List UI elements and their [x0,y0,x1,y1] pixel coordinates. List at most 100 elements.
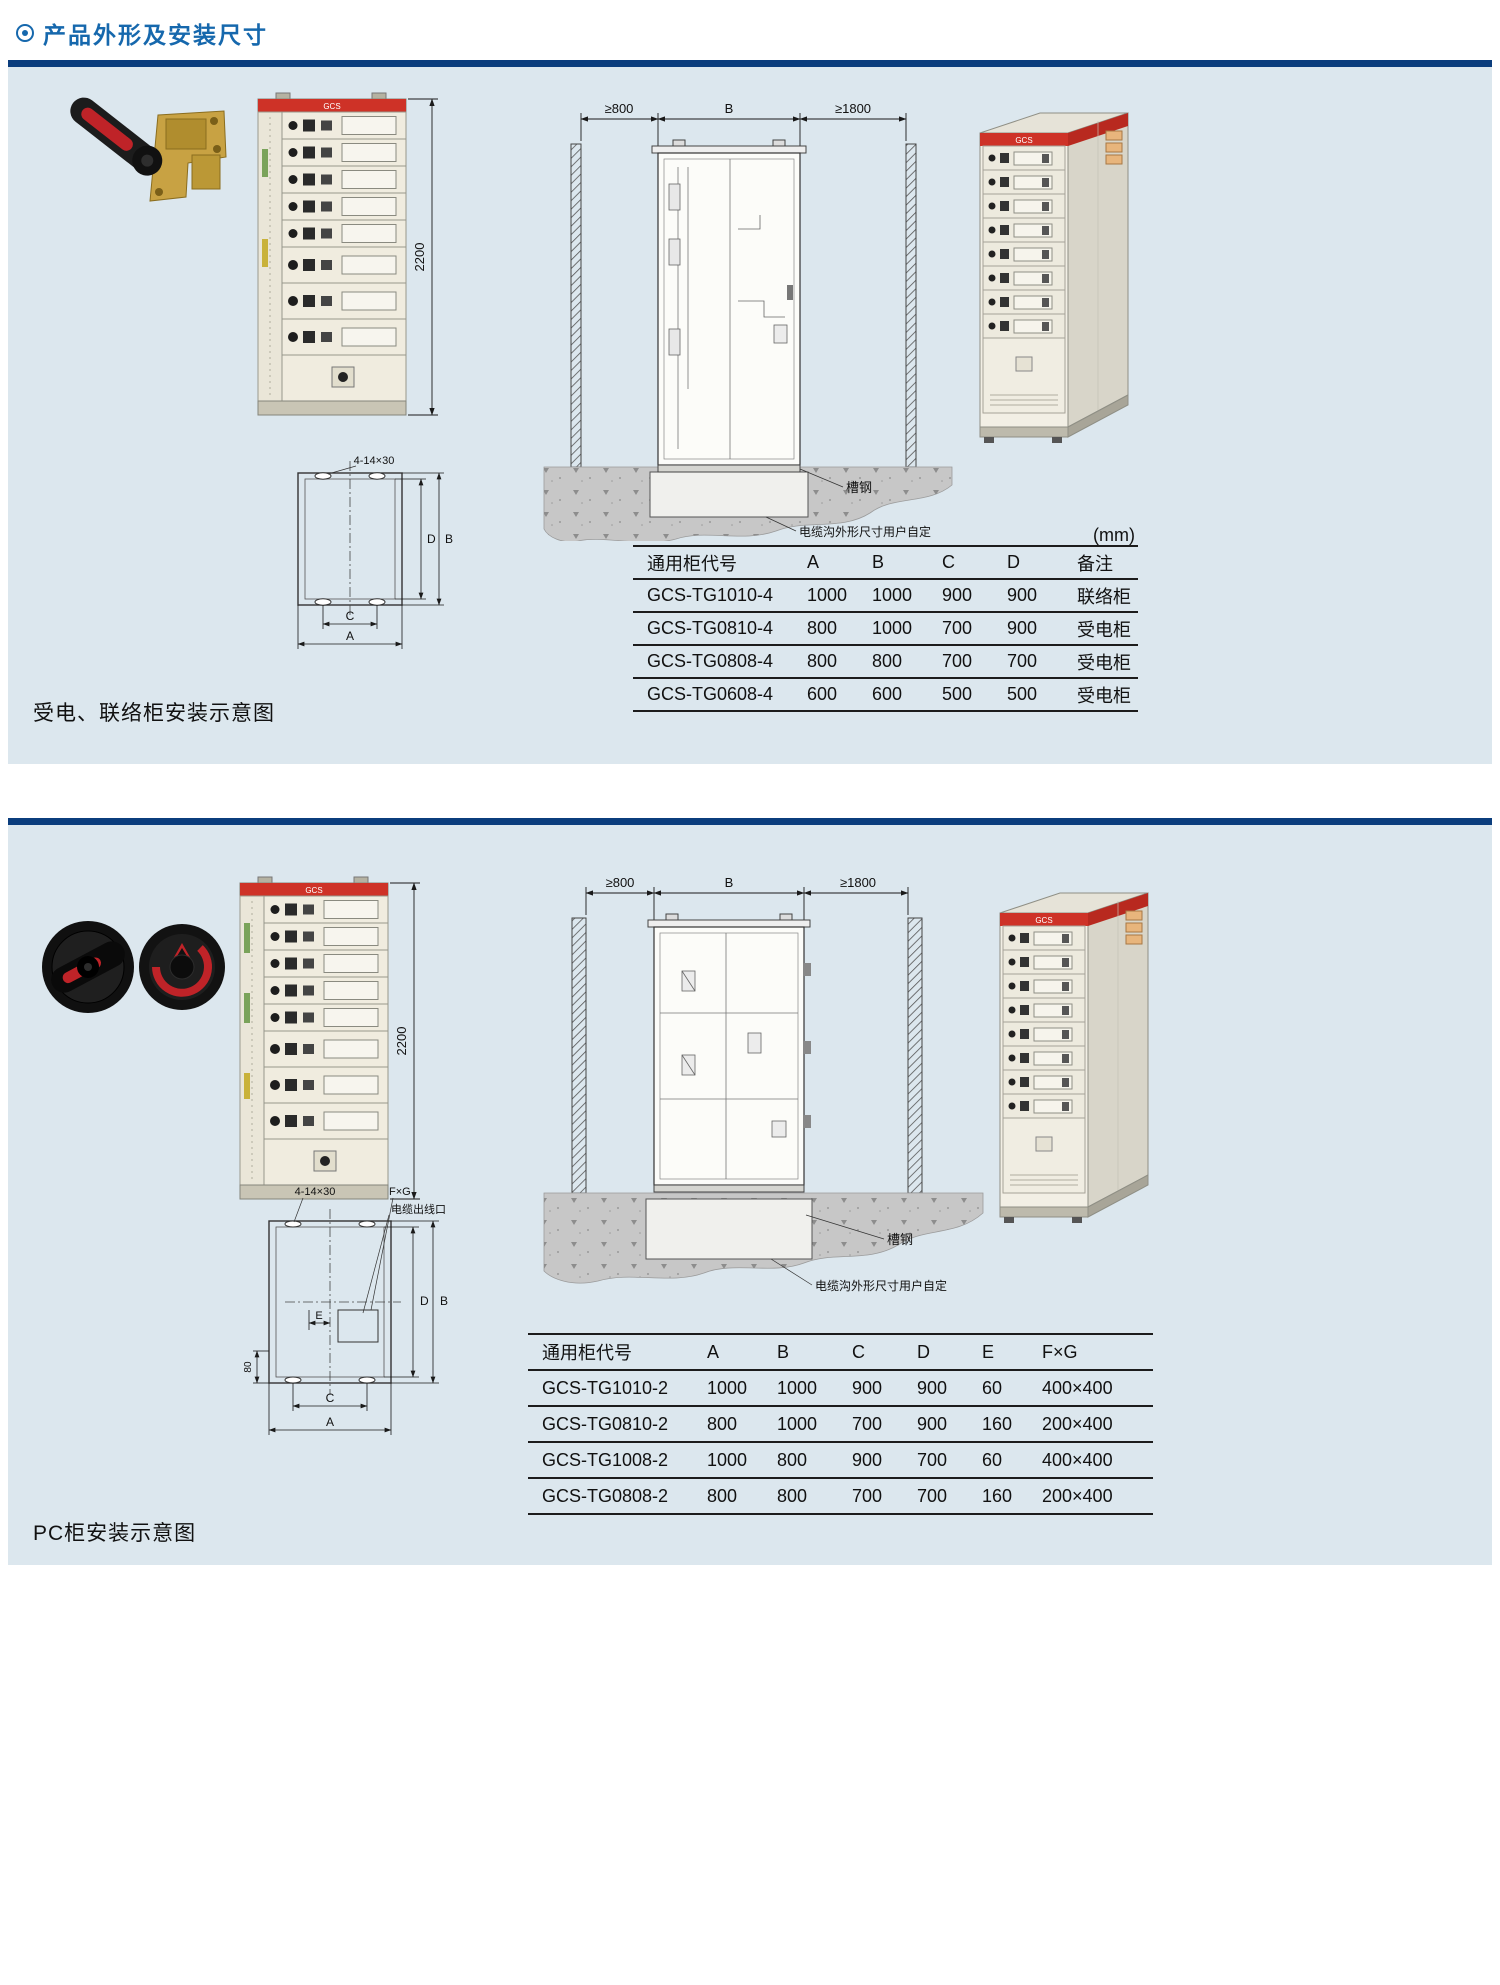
fxg-label: F×G [389,1186,411,1198]
installation-section-diagram-2: ≥800 B ≥1800 [543,875,984,1293]
table-cell: 900 [1007,585,1038,605]
cabinet-section [647,913,811,1193]
table-cell: 1000 [872,618,913,638]
table-cell: 160 [982,1413,1013,1434]
channel-label: 槽钢 [887,1232,913,1247]
table-cell: GCS-TG0810-2 [542,1413,669,1434]
mounting-bracket [149,110,227,202]
slot-spec-label: 4-14×30 [295,1186,336,1198]
table-cell: GCS-TG1010-4 [647,585,774,605]
plan-dimensions [253,1220,439,1435]
dim-e-label: E [315,1310,322,1322]
dim-b-label: B [445,532,453,546]
brand-label-3d: GCS [1015,136,1032,145]
brand-label: GCS [305,886,322,895]
cable-trench [649,471,809,518]
leader-trench: 电缆沟外形尺寸用户自定 [770,1258,947,1293]
switch-handle [70,97,163,176]
table-cell: 700 [852,1413,883,1434]
height-dim-label: 2200 [394,1027,409,1056]
installation-section-diagram-1: ≥800 B ≥1800 [543,101,953,541]
slot-spec-label: 4-14×30 [354,455,395,467]
table-cell: 700 [1007,651,1038,671]
dim-c-label: C [346,609,355,623]
cabinet-front: GCS [239,876,389,1200]
cabinet-3d-view-1: GCS [979,112,1129,443]
leader-channel: 槽钢 [799,468,872,495]
table-cell: GCS-TG1008-2 [542,1449,669,1470]
table-cell: 800 [777,1485,808,1506]
table-cell: 600 [807,684,838,704]
cabinet-front: GCS [257,92,407,416]
column-header: F×G [1042,1341,1078,1362]
dim-d-label: D [420,1294,429,1308]
table-cell: GCS-TG0608-4 [647,684,774,704]
cabinet-3d-view-2: GCS [999,892,1149,1223]
table-cell: 900 [852,1377,883,1398]
trench-label: 电缆沟外形尺寸用户自定 [799,524,931,539]
table-cell: 60 [982,1377,1003,1398]
diagram-caption-2: PC柜安装示意图 [33,1522,197,1545]
front-view-diagram-1: GCS 2200 [257,92,438,416]
divider-bar-middle [8,818,1492,825]
cabinet-section [651,139,807,473]
column-header: D [1007,552,1020,572]
height-dim-label: 2200 [412,243,427,272]
table-cell: 900 [917,1413,948,1434]
cable-outlet-label: 电缆出线口 [391,1202,446,1216]
width-label: B [725,101,734,116]
section-bullet-icon [16,24,34,42]
table-cell: 500 [1007,684,1038,704]
front-view-diagram-2: GCS 2200 [239,876,420,1200]
divider-bar-top [8,60,1492,67]
section-pc-cabinet: GCS 2200 [8,825,1492,1565]
column-header: E [982,1341,995,1362]
foundation-frame [297,461,403,617]
ground [543,1192,984,1284]
section-incoming-bus-cabinet: GCS 2200 [8,67,1492,764]
cabinet-internals [668,159,793,459]
top-dimensions [585,887,909,921]
column-header: C [852,1341,865,1362]
table-cell: 1000 [707,1377,748,1398]
width-label: B [725,875,734,890]
table-cell: 700 [942,618,973,638]
dim-a-label: A [326,1415,334,1429]
handle-mechanism-photo [70,97,227,202]
table-cell: 700 [917,1449,948,1470]
column-header: B [777,1341,790,1362]
column-header: C [942,552,955,572]
height-dimension [408,98,438,416]
ground [543,466,953,541]
trench-label: 电缆沟外形尺寸用户自定 [815,1278,947,1293]
top-dimensions [580,113,907,149]
table-cell: 700 [917,1485,948,1506]
table-cell: 1000 [777,1377,818,1398]
table-cell: 500 [942,684,973,704]
table-cell: 1000 [777,1413,818,1434]
cable-trench [645,1198,813,1260]
column-header: A [807,552,820,572]
table-cell: 600 [872,684,903,704]
base-channel [657,464,801,473]
dim-80-label: 80 [243,1361,254,1373]
walls [571,917,923,1194]
unit-note: (mm) [1093,525,1135,545]
column-header: B [872,552,885,572]
table-cell: 1000 [872,585,913,605]
table-cell: 1000 [807,585,848,605]
gap-left-label: ≥800 [606,875,635,890]
cabinet-3d: GCS [979,112,1129,443]
base-channel [653,1184,805,1193]
foundation-frame [268,1209,401,1395]
channel-label: 槽钢 [846,480,872,495]
column-header: A [707,1341,720,1362]
foundation-plan-diagram-2: 4-14×30 F×G 电缆出线口 E 80 D B C A [243,1186,448,1435]
leader-channel: 槽钢 [805,1214,913,1247]
